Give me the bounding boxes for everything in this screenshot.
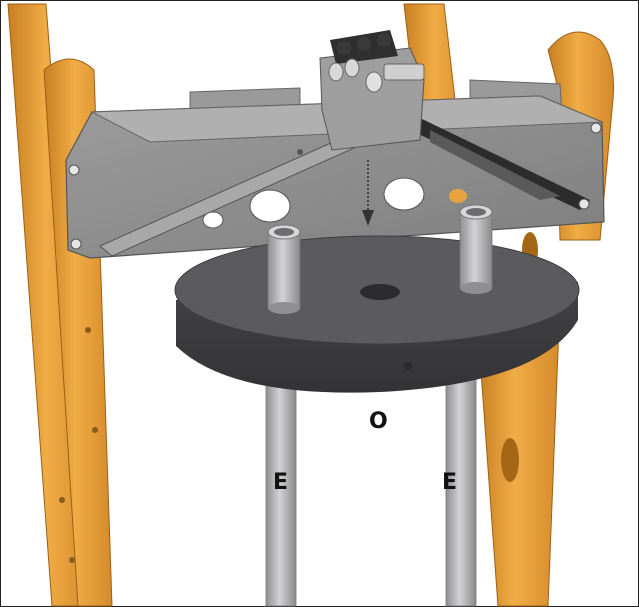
plate-posts — [267, 204, 493, 314]
motion-arrow — [362, 160, 374, 226]
left-rod-label: E — [273, 470, 289, 495]
left-wood-rail — [7, 3, 113, 607]
steel-carriage — [65, 30, 605, 259]
plate-label: O — [369, 409, 388, 434]
right-rod-label: E — [442, 470, 458, 495]
